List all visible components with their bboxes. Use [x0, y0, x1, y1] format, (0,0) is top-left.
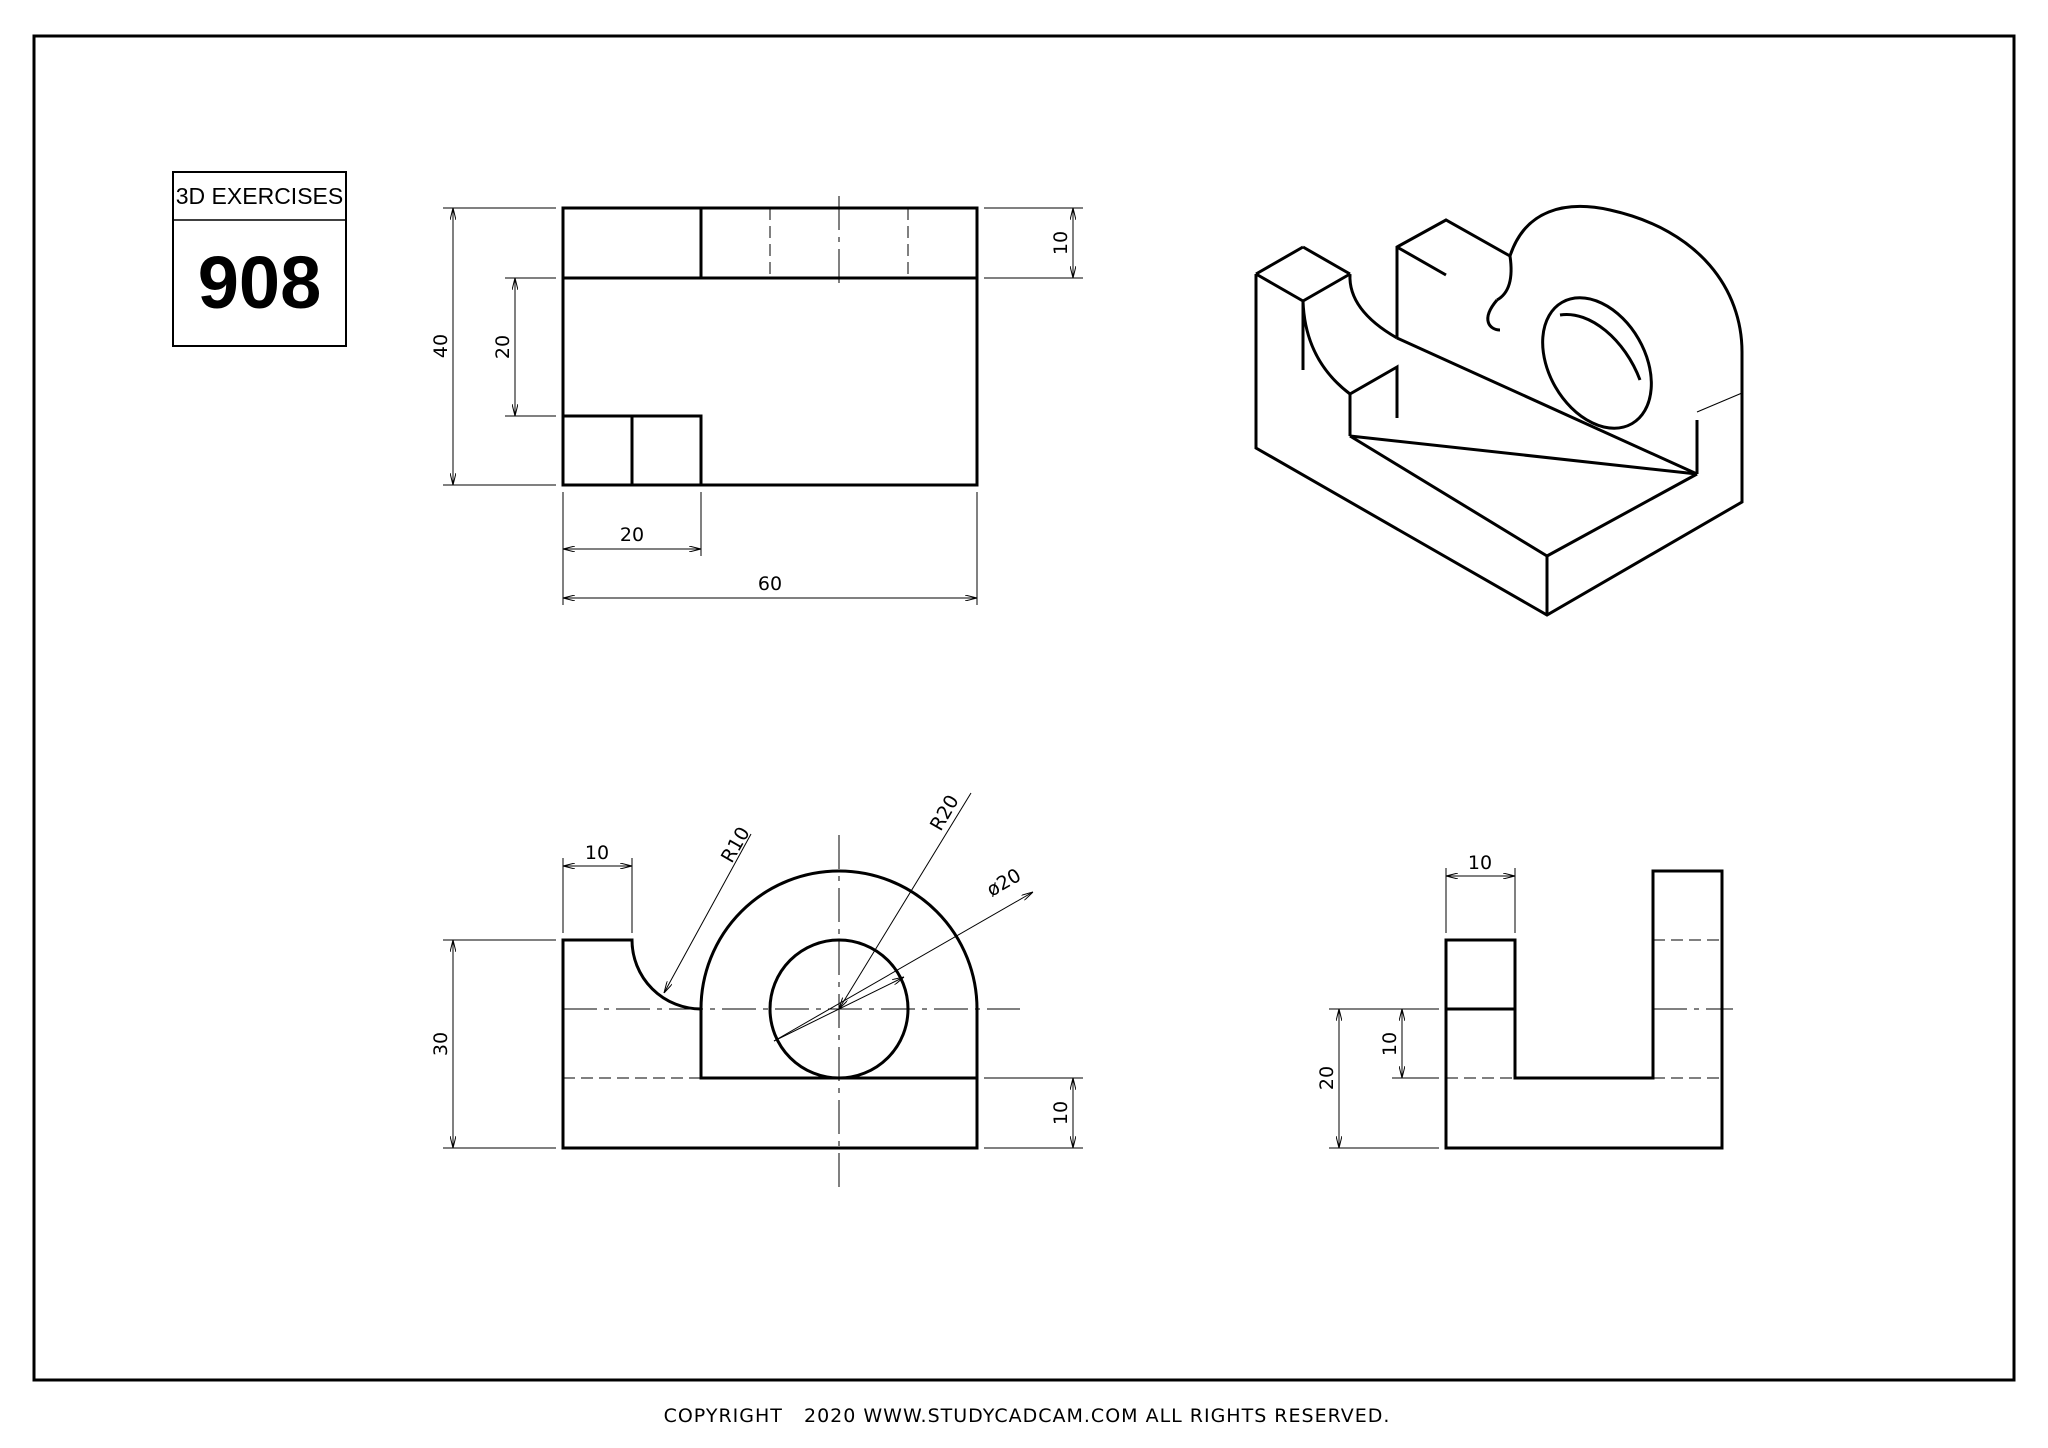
dim-post-height: 10 [1379, 1032, 1401, 1056]
dim-post-width: 10 [1468, 852, 1492, 874]
isometric-view [1254, 205, 1744, 617]
badge-title: 3D EXERCISES [176, 183, 343, 209]
sheet-border [32, 34, 2016, 1382]
dim-wall-thickness: 10 [1050, 231, 1072, 255]
badge-number: 908 [198, 241, 321, 324]
top-view: 40 20 10 20 60 [430, 196, 1083, 605]
dim-slot-depth: 20 [492, 335, 514, 359]
dim-notch-width: 20 [620, 524, 644, 546]
front-view: 10 R10 R20 ø20 30 10 [430, 791, 1083, 1190]
dim-depth-total: 40 [430, 334, 452, 358]
dim-height-total: 30 [430, 1032, 452, 1056]
side-view: 10 10 20 [1316, 852, 1733, 1150]
dim-length-total: 60 [758, 573, 782, 595]
dim-left-block: 10 [585, 842, 609, 864]
exercise-badge: 3D EXERCISES 908 [172, 171, 347, 347]
dim-hole-diameter: ø20 [983, 864, 1025, 901]
dim-side-height: 20 [1316, 1066, 1338, 1090]
dim-fillet-radius: R10 [717, 823, 755, 866]
copyright-footer: COPYRIGHT 2020 WWW.STUDYCADCAM.COM ALL R… [664, 1405, 1391, 1427]
dim-base-thickness: 10 [1050, 1101, 1072, 1125]
dim-boss-radius: R20 [926, 791, 964, 834]
